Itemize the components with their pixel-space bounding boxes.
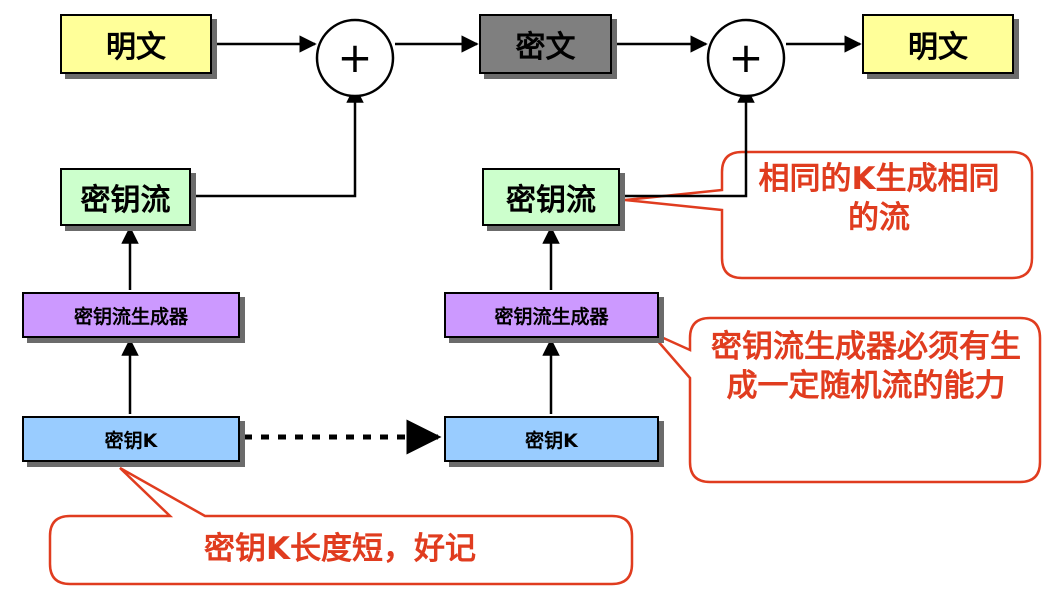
callout-bubble-key-outline xyxy=(48,466,634,586)
callout-bubble-generator-outline xyxy=(649,316,1042,484)
callout-bubble-same-stream-outline xyxy=(624,150,1034,280)
keystream-box-right: 密钥流 xyxy=(482,168,620,226)
xor-symbol-right: + xyxy=(728,33,763,82)
callout-same-key-same-stream: 相同的K生成相同的流 xyxy=(758,161,1000,236)
plaintext-output-box: 明文 xyxy=(862,14,1014,74)
ciphertext-box: 密文 xyxy=(479,14,612,74)
xor-circle-left xyxy=(315,18,395,98)
arrow-keystream-left-to-xor1 xyxy=(190,85,364,198)
xor-circle-right xyxy=(706,18,786,98)
callout-key-short: 密钥K长度短，好记 xyxy=(203,531,477,567)
generator-box-left: 密钥流生成器 xyxy=(22,292,240,338)
key-box-right: 密钥K xyxy=(444,416,659,462)
callout-generator-randomness: 密钥流生成器必须有生成一定随机流的能力 xyxy=(711,329,1021,404)
keystream-box-left: 密钥流 xyxy=(60,168,191,226)
plaintext-input-box: 明文 xyxy=(60,14,212,74)
xor-symbol-left: + xyxy=(337,33,372,82)
arrow-keystream-right-to-xor2 xyxy=(623,85,755,198)
generator-box-right: 密钥流生成器 xyxy=(444,292,659,338)
key-box-left: 密钥K xyxy=(22,416,240,462)
